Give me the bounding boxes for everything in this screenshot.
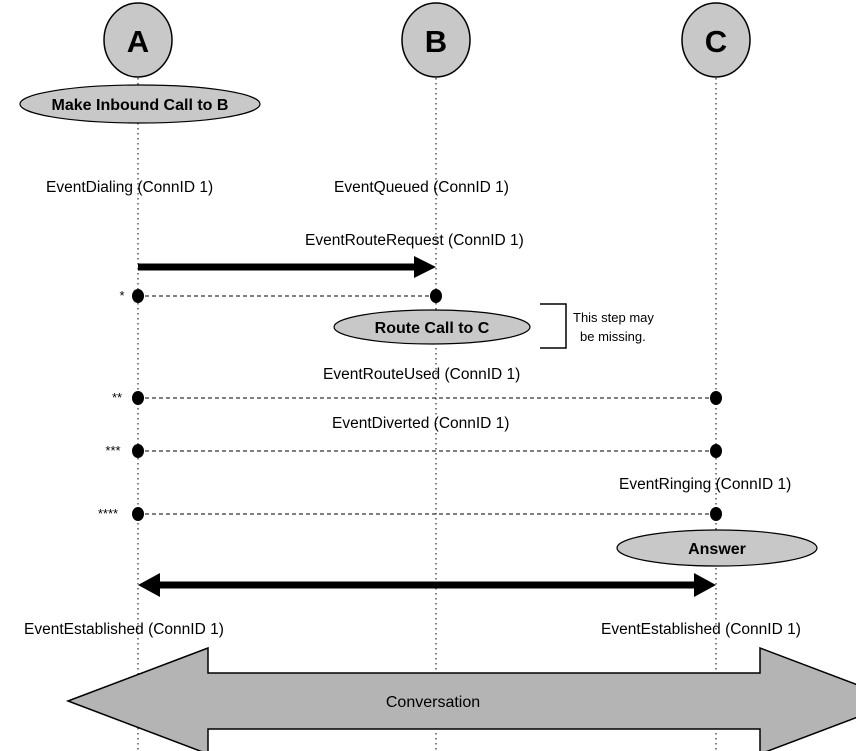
marker-4-asterisk: **** — [98, 506, 118, 521]
marker-1-dot-b — [430, 289, 442, 303]
event-label-event-established-c: EventEstablished (ConnID 1) — [601, 621, 801, 638]
action-make-inbound-call-label: Make Inbound Call to B — [52, 97, 229, 114]
action-answer-ellipse — [616, 529, 818, 567]
conversation-label: Conversation — [386, 694, 480, 711]
marker-2-dot-c — [710, 391, 722, 405]
note-line-2: be missing. — [580, 329, 646, 344]
actor-c-label: C — [705, 24, 727, 59]
arrow-established-head-left — [138, 573, 160, 597]
note-line-1: This step may — [573, 310, 654, 325]
actor-b-label: B — [425, 24, 447, 59]
event-label-event-established-a: EventEstablished (ConnID 1) — [24, 621, 224, 638]
actor-b[interactable]: B — [401, 2, 471, 78]
actor-a-circle — [103, 2, 173, 78]
lifelines — [137, 78, 717, 751]
marker-3-dot-a — [132, 444, 144, 458]
actor-b-circle — [401, 2, 471, 78]
arrow-established-head-right — [694, 573, 716, 597]
actor-a-label: A — [127, 24, 149, 59]
marker-3-asterisk: *** — [105, 443, 120, 458]
marker-1-dot-a — [132, 289, 144, 303]
marker-row-2: ** — [112, 390, 722, 405]
note-bracket-icon — [540, 303, 567, 349]
action-answer-label: Answer — [688, 541, 746, 558]
marker-1-asterisk: * — [119, 288, 124, 303]
arrow-route-request — [138, 256, 436, 278]
action-route-call-to-c-ellipse — [333, 309, 531, 345]
event-label-event-dialing-a: EventDialing (ConnID 1) — [46, 179, 213, 196]
event-label-event-route-used: EventRouteUsed (ConnID 1) — [323, 366, 520, 383]
note-step-may-be-missing: This step may be missing. — [540, 303, 654, 349]
action-route-call-to-c[interactable]: Route Call to C — [333, 309, 531, 345]
action-make-inbound-call[interactable]: Make Inbound Call to B — [19, 84, 261, 124]
action-make-inbound-call-ellipse — [19, 84, 261, 124]
marker-2-dot-a — [132, 391, 144, 405]
arrow-established — [138, 573, 716, 597]
marker-4-dot-c — [710, 507, 722, 521]
marker-2-asterisk: ** — [112, 390, 122, 405]
actor-c-circle — [681, 2, 751, 78]
arrow-route-request-head — [414, 256, 436, 278]
marker-row-3: *** — [105, 443, 722, 458]
marker-row-4: **** — [98, 506, 722, 521]
action-answer[interactable]: Answer — [616, 529, 818, 567]
conversation-arrow-shape — [65, 646, 856, 751]
marker-3-dot-c — [710, 444, 722, 458]
actor-a[interactable]: A — [103, 2, 173, 78]
actor-c[interactable]: C — [681, 2, 751, 78]
action-route-call-to-c-label: Route Call to C — [375, 320, 490, 337]
marker-row-1: * — [119, 288, 442, 303]
event-label-event-diverted: EventDiverted (ConnID 1) — [332, 415, 509, 432]
event-label-event-ringing: EventRinging (ConnID 1) — [619, 476, 791, 493]
marker-4-dot-a — [132, 507, 144, 521]
event-label-event-queued-b: EventQueued (ConnID 1) — [334, 179, 509, 196]
event-label-event-route-request: EventRouteRequest (ConnID 1) — [305, 232, 524, 249]
conversation-arrow — [65, 646, 856, 751]
